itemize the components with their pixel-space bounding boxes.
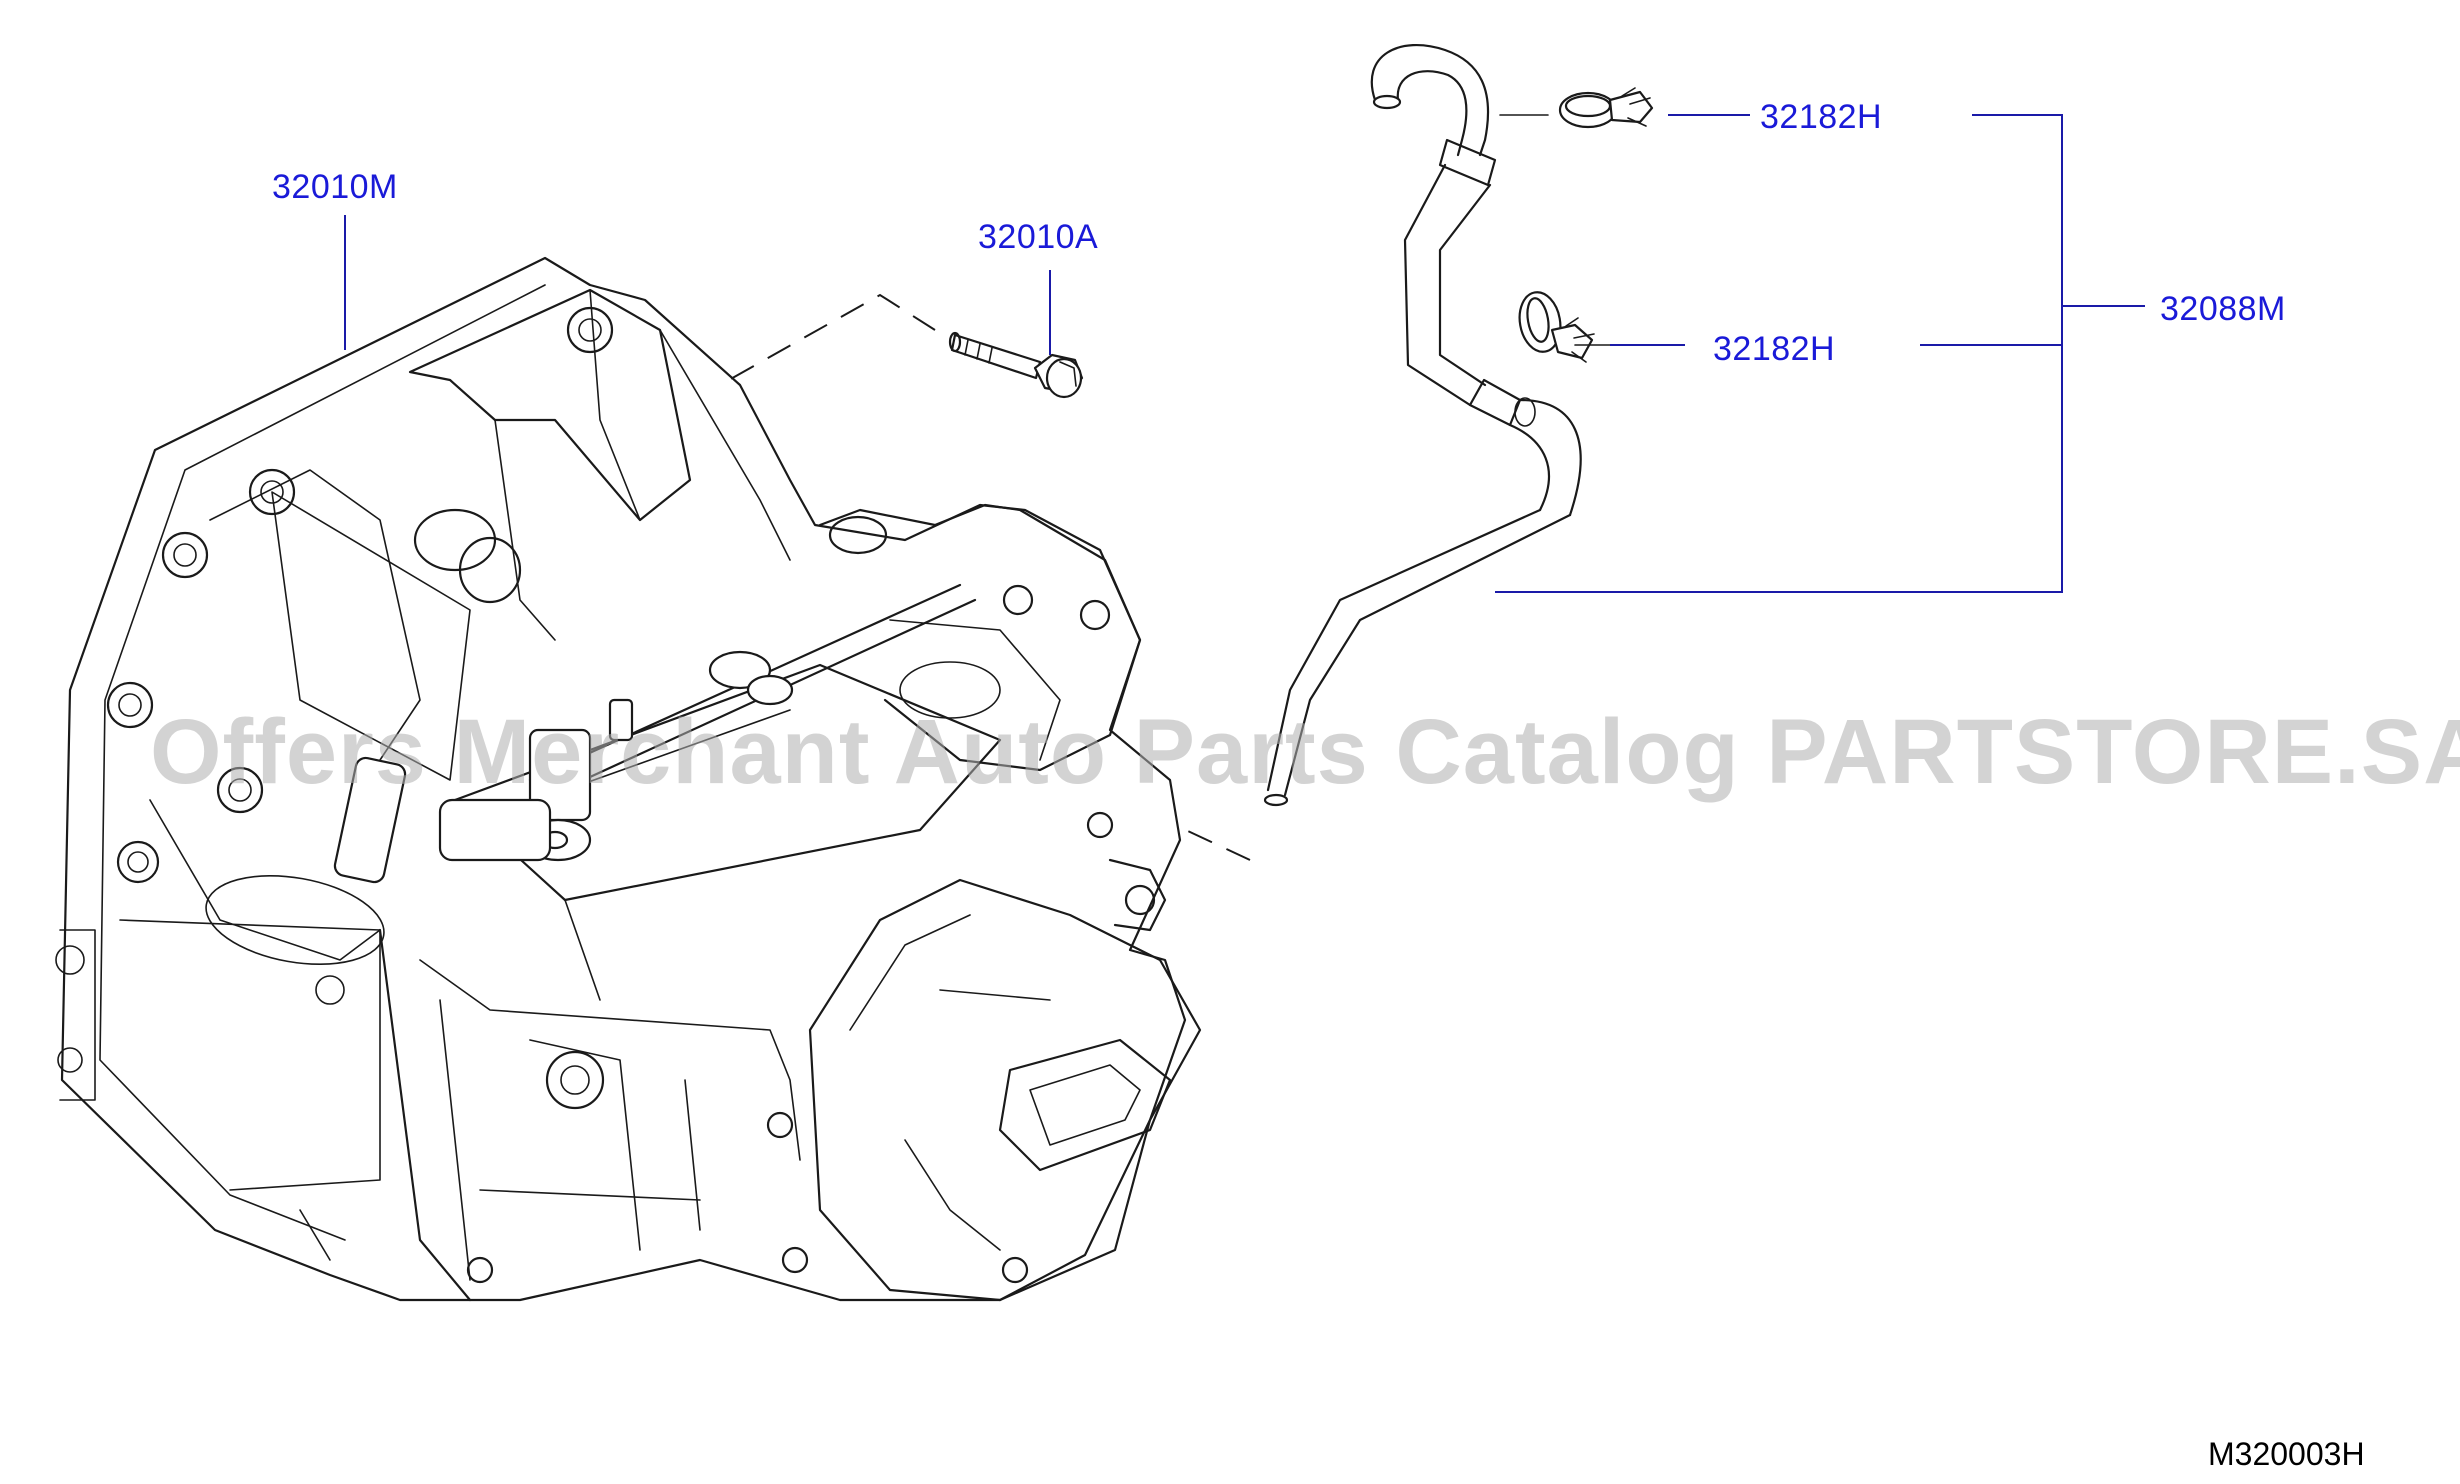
lower-clamp-drawing (1518, 291, 1595, 363)
callout-bolt[interactable]: 32010A (978, 218, 1099, 256)
bolt-drawing (948, 331, 1084, 399)
watermark-text: Offers Merchant Auto Parts Catalog PARTS… (150, 701, 2460, 803)
callout-transmission[interactable]: 32010M (272, 168, 398, 206)
upper-clamp-drawing (1558, 87, 1654, 129)
callout-clamp-upper[interactable]: 32182H (1760, 98, 1883, 136)
transmission-assembly-drawing (55, 256, 1202, 1302)
leader-lines (344, 114, 2145, 593)
breather-hose-drawing (1263, 44, 1582, 807)
callout-clamp-lower[interactable]: 32182H (1713, 330, 1836, 368)
diagram-code: M320003H (2208, 1436, 2365, 1472)
pipe-mounting-dashline (1174, 824, 1251, 861)
bolt-mounting-dashline (719, 293, 936, 386)
callout-hose-assembly[interactable]: 32088M (2160, 290, 2286, 328)
